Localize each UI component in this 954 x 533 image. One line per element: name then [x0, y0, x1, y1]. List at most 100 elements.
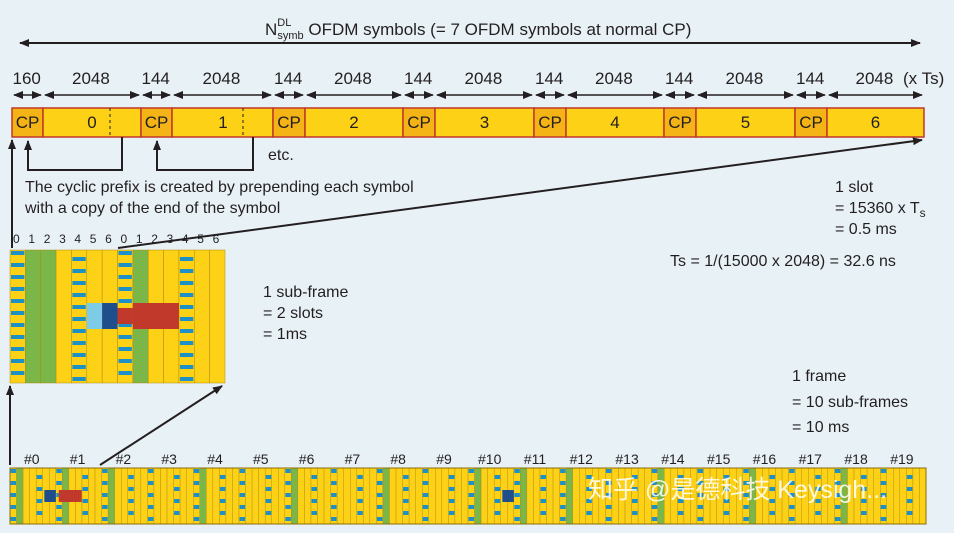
frame-ref-5-4-7	[265, 511, 272, 515]
ref-signal-7-6	[118, 287, 132, 291]
frame-slot-8-sym-6	[415, 467, 423, 525]
frame-ref-15-0-0	[697, 469, 704, 473]
frame-slot-5-sym-1	[245, 467, 253, 525]
slot-info-line2-sub: s	[919, 206, 926, 221]
frame-ref-0-4-7	[36, 511, 43, 515]
ref-signal-4-7	[72, 293, 86, 297]
frame-ref-19-0-2	[880, 481, 887, 485]
frame-ref-4-0-8	[193, 517, 200, 521]
frame-ref-9-0-2	[422, 481, 429, 485]
frame-ref-3-0-6	[147, 505, 154, 509]
frame-ref-1-4-5	[82, 499, 89, 503]
frame-to-subframe-arrow-right	[99, 385, 223, 466]
frame-ref-2-4-7	[128, 511, 134, 515]
frame-ref-19-0-4	[880, 493, 887, 497]
frame-slot-label-3: #3	[161, 451, 177, 467]
frame-slot-10-sym-1	[474, 467, 482, 525]
ref-signal-7-20	[118, 371, 132, 375]
frame-ref-2-0-0	[102, 469, 108, 473]
frame-slot-11-sym-5	[546, 467, 554, 525]
frame-ref-15-4-7	[723, 511, 730, 515]
frame-slot-3-sym-3	[166, 467, 174, 525]
frame-ref-17-4-3	[815, 487, 821, 491]
ref-signal-11-15	[179, 341, 194, 345]
frame-slot-2-sym-1	[107, 467, 115, 525]
subframe-to-slot-arrow-right	[117, 137, 923, 249]
frame-ref-1-0-6	[56, 505, 62, 509]
cp-note-line1: The cyclic prefix is created by prependi…	[25, 179, 414, 196]
cp-label-3: CP	[407, 113, 431, 132]
frame-slot-label-8: #8	[390, 451, 406, 467]
watermark: 知乎 @是德科技 Keysigh...	[588, 476, 888, 504]
frame-ref-13-0-0	[605, 469, 612, 473]
frame-ref-1-0-0	[56, 469, 62, 473]
frame-ref-13-0-8	[605, 517, 612, 521]
frame-ref-9-4-5	[448, 499, 455, 503]
frame-slot-9-sym-3	[441, 467, 449, 525]
frame-ref-18-0-2	[834, 481, 841, 485]
frame-slot-4-sym-1	[199, 467, 207, 525]
subframe-index-12: 5	[197, 232, 204, 246]
ref-signal-4-5	[72, 281, 86, 285]
frame-ref-10-4-1	[494, 475, 501, 479]
frame-ref-14-4-1	[677, 475, 684, 479]
duration-label-3: 2048	[202, 69, 241, 88]
frame-ref-18-0-0	[834, 469, 841, 473]
frame-slot-0-sym-3	[29, 467, 37, 525]
frame-ref-19-4-3	[906, 487, 913, 491]
ref-signal-4-9	[72, 305, 86, 309]
frame-slot-3-sym-6	[186, 467, 194, 525]
duration-label-10: 144	[665, 69, 694, 88]
frame-slot-7-sym-3	[350, 467, 357, 525]
frame-slot-3-sym-2	[160, 467, 168, 525]
frame-slot-8-sym-3	[395, 467, 403, 525]
frame-ref-8-0-0	[376, 469, 383, 473]
subframe-index-8: 1	[135, 232, 143, 246]
cp-label-4: CP	[538, 113, 562, 132]
frame-ref-18-0-8	[834, 517, 841, 521]
frame-ref-12-4-3	[586, 487, 592, 491]
frame-ref-7-0-4	[331, 493, 337, 497]
frame-ref-7-0-0	[331, 469, 337, 473]
frame-ref-3-4-5	[174, 499, 180, 503]
frame-ref-19-4-7	[906, 511, 913, 515]
frame-slot-label-19: #19	[890, 451, 914, 467]
frame-info-line2: = 10 sub-frames	[792, 394, 909, 411]
frame-slot-label-16: #16	[752, 451, 777, 467]
frame-ref-6-4-5	[311, 499, 318, 503]
frame-slot-label-0: #0	[24, 451, 40, 467]
frame-ref-2-0-2	[102, 481, 108, 485]
subframe-index-3: 3	[59, 232, 66, 246]
frame-slot-2-sym-6	[140, 467, 148, 525]
subframe-index-7: 0	[120, 232, 128, 246]
ref-signal-0-8	[11, 299, 25, 303]
frame-ref-13-4-3	[632, 487, 638, 491]
frame-ref-5-0-6	[239, 505, 246, 509]
frame-slot-1-sym-6	[94, 467, 102, 525]
frame-ref-8-4-5	[403, 499, 409, 503]
frame-ref-3-0-4	[147, 493, 154, 497]
frame-slot-label-7: #7	[344, 451, 361, 467]
frame-slot-6-sym-2	[297, 467, 305, 525]
frame-ref-0-0-4	[10, 493, 17, 497]
frame-slot-12-sym-1	[565, 467, 573, 525]
frame-ref-18-0-4	[834, 493, 841, 497]
ref-signal-11-17	[179, 353, 194, 357]
frame-slot-4-sym-6	[232, 467, 240, 525]
ref-signal-11-11	[179, 317, 194, 321]
frame-ref-4-4-7	[219, 511, 226, 515]
frame-ref-18-4-3	[861, 487, 867, 491]
frame-ref-5-4-5	[265, 499, 272, 503]
frame-ref-16-4-1	[769, 475, 776, 479]
frame-ref-15-4-3	[723, 487, 730, 491]
frame-ref-12-0-0	[560, 469, 566, 473]
frame-ref-3-0-8	[147, 517, 154, 521]
frame-ref-4-0-2	[193, 481, 200, 485]
frame-ref-11-0-6	[514, 505, 520, 509]
frame-ref-11-4-1	[540, 475, 547, 479]
frame-slot-11-sym-1	[520, 467, 528, 525]
ts-formula: Ts = 1/(15000 x 2048) = 32.6 ns	[670, 253, 896, 270]
frame-ref-16-0-2	[743, 481, 749, 485]
frame-ref-11-4-7	[540, 511, 547, 515]
